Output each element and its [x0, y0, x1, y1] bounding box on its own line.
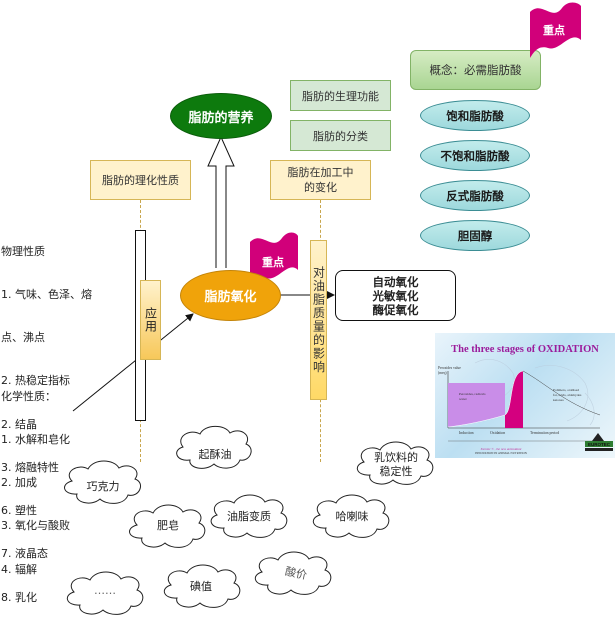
oxidation-type-enzymatic: 酶促氧化 [372, 302, 419, 317]
fatty-acid-saturated[interactable]: 饱和脂肪酸 [420, 100, 530, 131]
cloud-chocolate [64, 460, 142, 504]
slide-logo-text: EUROTEC [588, 442, 611, 447]
cloud-label-etc: …… [94, 584, 116, 597]
physical-property-item: 点、沸点 [1, 331, 45, 345]
application-label: 应用 [143, 307, 158, 333]
classification-box[interactable]: 脂肪的分类 [290, 120, 391, 151]
fat-oxidation-label: 脂肪氧化 [204, 290, 257, 305]
cloud-etc [66, 571, 144, 615]
cloud-soap [129, 504, 206, 548]
oxidation-types-box[interactable]: 自动氧化 光敏氧化 酶促氧化 [335, 270, 456, 321]
slide-footer-2: INNOVATION IN ANIMAL NUTRITION [475, 451, 528, 455]
quality-impact-box[interactable]: 对油脂质量的影响 [310, 240, 327, 400]
chemical-property-item: 3. 氧化与酸败 [1, 519, 70, 533]
slide-y-unit: (meq) [438, 371, 447, 375]
physical-property-item: 2. 热稳定指标 [1, 374, 70, 388]
slide-stage-induction: Induction [459, 431, 474, 435]
chemical-property-item: 2. 加成 [1, 476, 37, 490]
cloud-label-iodine: 碘值 [190, 580, 212, 593]
eurotec-logo-icon: EUROTEC [585, 433, 613, 451]
cloud-shortening [176, 425, 252, 469]
physical-property-item: 1. 气味、色泽、熔 [1, 288, 92, 302]
physchem-properties-label: 脂肪的理化性质 [102, 173, 179, 187]
processing-changes-label-2: 的变化 [304, 181, 337, 194]
fatty-acid-trans[interactable]: 反式脂肪酸 [420, 180, 530, 211]
classification-label: 脂肪的分类 [313, 129, 368, 143]
cloud-spoilage [210, 494, 288, 538]
processing-changes-box[interactable]: 脂肪在加工中 的变化 [270, 160, 371, 200]
cloud-label-milk-drink-2: 稳定性 [379, 465, 413, 478]
quality-impact-label: 对油脂质量的影响 [311, 266, 326, 374]
key-point-label-oxidation: 重点 [262, 256, 284, 269]
slide-region-3-label: Polimers, oxidised [553, 388, 579, 393]
slide-title: The three stages of OXIDATION [451, 344, 599, 355]
physical-property-item: 8. 乳化 [1, 590, 37, 604]
chem-to-oxidation-arrow [72, 313, 194, 412]
chemical-property-item: 4. 辐解 [1, 562, 37, 576]
fatty-acid-label: 饱和脂肪酸 [446, 108, 504, 123]
slide-region-3-label: ketones [553, 398, 564, 402]
oxidation-type-auto: 自动氧化 [372, 274, 419, 289]
oxidation-stages-graphic: The three stages of OXIDATION Peroxides … [438, 344, 613, 455]
slide-footer-1: Eurotec ® , the new antioxidant [480, 446, 522, 452]
oxidation-stages-slide[interactable]: The three stages of OXIDATION Peroxides … [435, 333, 615, 458]
slide-region-1-label: Peroxides, radicals [459, 392, 486, 397]
fatty-acid-cholesterol[interactable]: 胆固醇 [420, 220, 530, 251]
slide-region-1b-label: water [459, 397, 468, 401]
chemical-properties-title: 化学性质： [1, 389, 56, 403]
processing-changes-label-1: 脂肪在加工中 [287, 166, 354, 179]
essential-fatty-acid-label: 概念：必需脂肪酸 [429, 63, 522, 77]
essential-fatty-acid-box[interactable]: 概念：必需脂肪酸 [410, 50, 541, 90]
key-point-label-top: 重点 [543, 24, 565, 37]
physiology-label: 脂肪的生理功能 [302, 89, 379, 103]
cloud-acid-value [254, 551, 332, 595]
cloud-milk-drink [356, 441, 434, 485]
fat-nutrition-node[interactable]: 脂肪的营养 [170, 93, 272, 139]
cloud-label-chocolate: 巧克力 [86, 480, 120, 493]
key-point-tag-oxidation [250, 232, 298, 287]
fatty-acid-unsaturated[interactable]: 不饱和脂肪酸 [420, 140, 530, 171]
slide-stage-termination: Termination period [530, 431, 559, 435]
oxidation-type-photo: 光敏氧化 [372, 288, 419, 303]
cloud-rancid [312, 494, 390, 538]
cloud-iodine [163, 564, 241, 608]
cloud-label-rancid: 哈喇味 [335, 510, 369, 523]
cloud-label-milk-drink-1: 乳饮料的 [374, 451, 418, 464]
cloud-label-soap: 肥皂 [157, 519, 179, 532]
cloud-label-spoilage: 油脂变质 [227, 510, 271, 523]
slide-stage-oxidation: Oxidation [490, 431, 505, 435]
fatty-acid-label: 胆固醇 [457, 228, 493, 243]
physical-properties-list: 物理性质 1. 气味、色泽、熔 点、沸点 2. 热稳定指标 2. 结晶 3. 熔… [1, 216, 92, 619]
physical-property-item: 2. 结晶 [1, 417, 37, 431]
fatty-acid-label: 反式脂肪酸 [446, 188, 504, 203]
slide-region-3-label: fat, acids, aldehydes [553, 393, 582, 398]
hollow-up-arrow [207, 135, 235, 268]
physical-property-item: 3. 熔融特性 [1, 460, 59, 474]
physical-property-item: 7. 液晶态 [1, 547, 48, 561]
fatty-acid-label: 不饱和脂肪酸 [440, 148, 510, 163]
oxidation-region [505, 371, 523, 428]
chemical-property-item: 1. 水解和皂化 [1, 433, 70, 447]
induction-region [448, 383, 505, 427]
key-point-tag-top [530, 2, 581, 58]
application-box[interactable]: 应用 [140, 280, 161, 360]
physical-properties-title: 物理性质 [1, 244, 45, 258]
physchem-properties-box[interactable]: 脂肪的理化性质 [90, 160, 191, 200]
cloud-label-shortening: 起酥油 [198, 448, 232, 461]
fat-nutrition-label: 脂肪的营养 [188, 110, 254, 126]
physical-property-item: 6. 塑性 [1, 504, 37, 518]
fat-oxidation-node[interactable]: 脂肪氧化 [180, 270, 281, 321]
slide-y-label: Peroxides value [438, 366, 461, 370]
physiology-box[interactable]: 脂肪的生理功能 [290, 80, 391, 111]
chemical-properties-list: 化学性质： 1. 水解和皂化 2. 加成 3. 氧化与酸败 4. 辐解 [1, 361, 70, 592]
